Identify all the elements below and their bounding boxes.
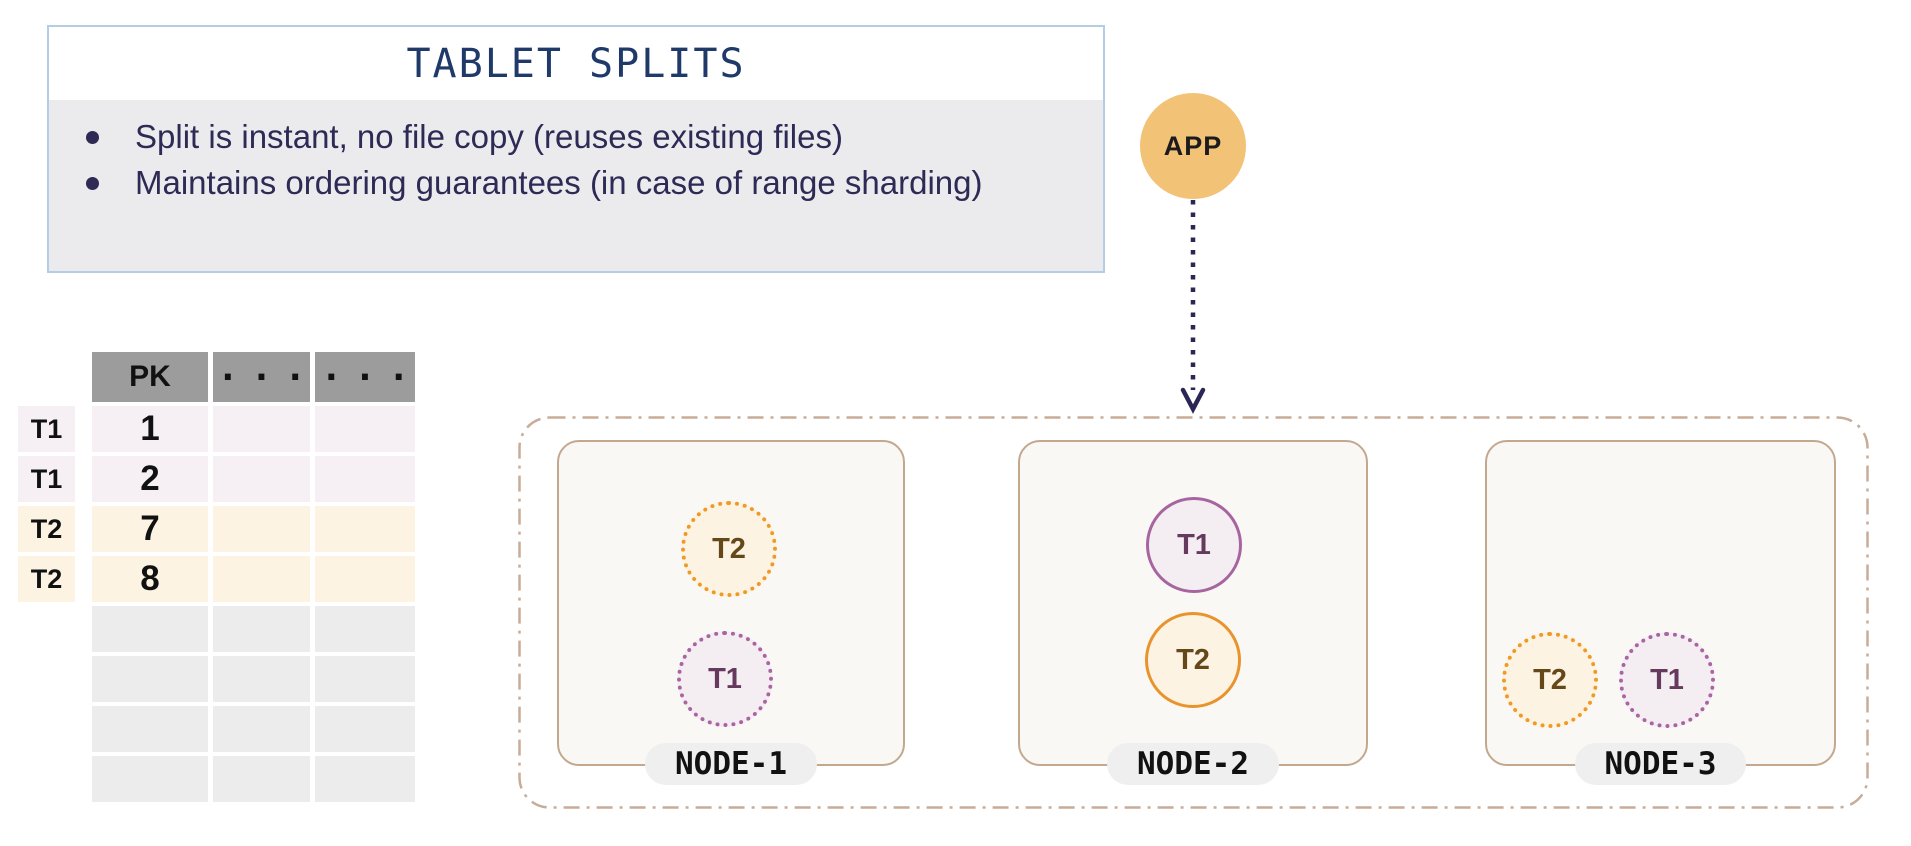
pk-table: PK ... ... 1 2 7 8	[92, 350, 415, 802]
table-cell	[315, 656, 415, 702]
bullet-list: Split is instant, no file copy (reuses e…	[49, 114, 1103, 206]
bullet-item: Maintains ordering guarantees (in case o…	[49, 160, 1039, 206]
tablet-label: T1	[708, 662, 742, 695]
tablet-row-label: T2	[18, 556, 75, 602]
table-cell	[213, 456, 310, 502]
table-cell	[315, 406, 415, 452]
pk-cell: 1	[92, 406, 208, 452]
pk-cell: 8	[92, 556, 208, 602]
table-cell	[315, 556, 415, 602]
table-cell	[315, 756, 415, 802]
table-cell	[315, 706, 415, 752]
tablet-circle-t2: T2	[1502, 632, 1598, 728]
table-cell	[213, 656, 310, 702]
table-cell	[213, 556, 310, 602]
table-cell	[92, 706, 208, 752]
node-label: NODE-3	[1604, 746, 1717, 782]
app-label: APP	[1163, 130, 1223, 161]
info-box-header: TABLET SPLITS	[49, 27, 1103, 100]
table-cell	[92, 656, 208, 702]
table-header-col2: ...	[213, 350, 310, 402]
tablet-circle-t2: T2	[1145, 612, 1241, 708]
cluster-boundary	[518, 416, 1869, 809]
node-label-pill: NODE-3	[1574, 743, 1747, 785]
tablet-circle-t1: T1	[677, 631, 773, 727]
bullet-item: Split is instant, no file copy (reuses e…	[49, 114, 1039, 160]
node-label: NODE-1	[675, 746, 787, 782]
info-box-body: Split is instant, no file copy (reuses e…	[49, 100, 1103, 271]
tablet-row-label: T2	[18, 506, 75, 552]
tablet-label: T2	[712, 532, 746, 565]
node-label: NODE-2	[1137, 746, 1249, 782]
tablet-circle-t1: T1	[1146, 497, 1242, 593]
node-box-3: T2 T1 NODE-3	[1485, 440, 1836, 785]
table-cell	[213, 756, 310, 802]
table-cell	[92, 756, 208, 802]
app-node: APP	[1140, 93, 1246, 199]
table-cell	[92, 606, 208, 652]
node-box-1: T2 T1 NODE-1	[557, 440, 905, 785]
table-cell	[213, 406, 310, 452]
tablet-label: T1	[1177, 528, 1211, 561]
ellipsis: ...	[216, 347, 319, 389]
info-box: TABLET SPLITS Split is instant, no file …	[47, 25, 1105, 273]
pk-cell: 7	[92, 506, 208, 552]
tablet-label: T2	[1176, 643, 1210, 676]
table-header-col3: ...	[315, 350, 415, 402]
table-cell	[315, 606, 415, 652]
table-cell	[315, 456, 415, 502]
node-label-pill: NODE-2	[1107, 743, 1279, 785]
page-title: TABLET SPLITS	[406, 40, 746, 87]
tablet-row-labels: T1 T1 T2 T2	[18, 406, 75, 602]
pk-cell: 2	[92, 456, 208, 502]
table-cell	[213, 506, 310, 552]
app-to-cluster-arrow	[1180, 200, 1206, 414]
tablet-label: T1	[1650, 663, 1684, 696]
node-label-pill: NODE-1	[645, 743, 817, 785]
node-box-2: T1 T2 NODE-2	[1018, 440, 1368, 785]
tablet-row-label: T1	[18, 406, 75, 452]
tablet-circle-t1: T1	[1619, 632, 1715, 728]
table-header-pk: PK	[92, 352, 208, 402]
table-cell	[315, 506, 415, 552]
table-cell	[213, 606, 310, 652]
tablet-circle-t2: T2	[681, 501, 777, 597]
tablet-label: T2	[1533, 663, 1567, 696]
table-cell	[213, 706, 310, 752]
tablet-row-label: T1	[18, 456, 75, 502]
ellipsis: ...	[320, 347, 422, 389]
